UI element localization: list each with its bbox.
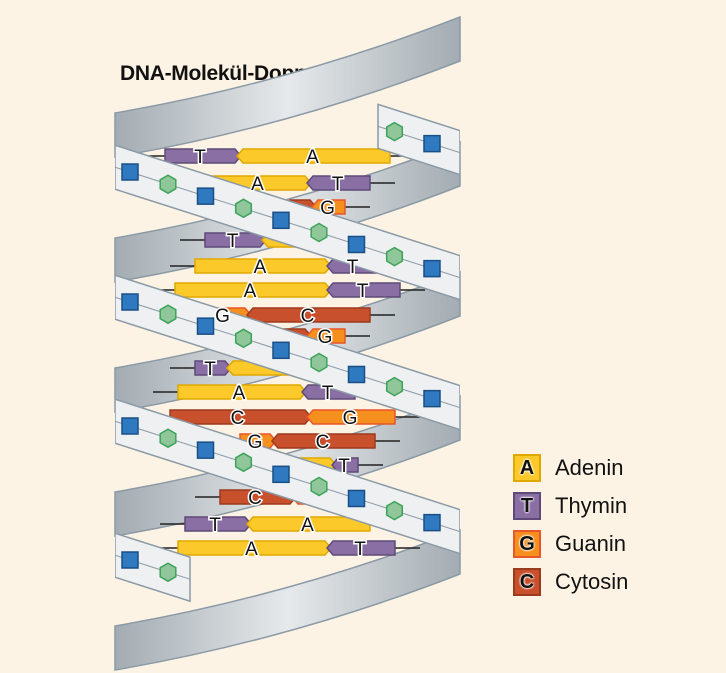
sugar-hexagon <box>310 352 328 373</box>
phosphate-square <box>121 551 139 569</box>
sugar-hexagon <box>234 452 253 473</box>
base-letter: A <box>254 257 267 278</box>
base-letter: T <box>347 257 359 278</box>
phosphate-square <box>196 317 215 335</box>
base-T <box>326 282 401 298</box>
base-letter: A <box>244 281 257 302</box>
thymin-swatch: T <box>513 492 541 520</box>
legend-item-thymin: T Thymin <box>513 487 628 525</box>
legend-label: Cytosin <box>555 569 629 594</box>
base-letter: T <box>357 281 369 302</box>
base-letter: T <box>227 231 239 252</box>
phosphate-square <box>347 489 366 508</box>
phosphate-square <box>121 293 139 311</box>
base-letter: A <box>301 515 314 536</box>
legend-label: Adenin <box>555 455 624 480</box>
base-letter: T <box>322 383 334 404</box>
base-letter: G <box>215 306 230 327</box>
front-ribbon <box>377 103 460 176</box>
base-pair <box>150 282 425 298</box>
base-letter: T <box>209 515 221 536</box>
guanin-swatch: G <box>513 530 541 558</box>
base-letter: A <box>245 539 258 560</box>
phosphate-square <box>423 513 441 532</box>
base-letter: A <box>251 174 264 195</box>
sugar-hexagon <box>234 328 253 349</box>
phosphate-square <box>196 187 215 205</box>
phosphate-square <box>423 259 441 278</box>
adenin-swatch: A <box>513 454 541 482</box>
base-letter: C <box>316 432 330 453</box>
base-A <box>177 384 307 400</box>
legend-item-guanin: G Guanin <box>513 525 628 563</box>
sugar-hexagon <box>310 476 328 497</box>
sugar-hexagon <box>159 174 177 195</box>
base-letter: T <box>338 456 350 477</box>
base-T <box>331 457 359 473</box>
front-ribbon <box>115 398 460 555</box>
base-C <box>246 307 371 323</box>
front-strand <box>115 103 460 603</box>
base-letter: G <box>318 327 333 348</box>
phosphate-square <box>272 211 290 230</box>
phosphate-square <box>196 441 215 459</box>
legend-label: Guanin <box>555 531 626 556</box>
base-T <box>194 360 232 376</box>
base-letter: G <box>343 408 358 429</box>
base-G <box>306 409 396 425</box>
sugar-hexagon <box>385 500 404 521</box>
back-strand <box>114 15 461 671</box>
base-letter: C <box>231 408 245 429</box>
cytosin-swatch: C <box>513 568 541 596</box>
base-letter: T <box>204 359 216 380</box>
base-letter: C <box>301 306 315 327</box>
sugar-hexagon <box>159 304 177 325</box>
base-pair <box>160 516 395 532</box>
base-letter: A <box>306 147 319 168</box>
legend: A Adenin T Thymin G Guanin C Cytosin <box>513 449 628 601</box>
base-T <box>184 516 252 532</box>
base-A <box>236 148 391 164</box>
phosphate-square <box>423 134 441 153</box>
sugar-hexagon <box>159 428 177 449</box>
base-T <box>326 540 396 556</box>
front-ribbon <box>115 274 460 431</box>
base-pair <box>153 540 420 556</box>
base-letter: A <box>233 383 246 404</box>
back-ribbon <box>114 15 461 158</box>
phosphate-square <box>423 389 441 408</box>
legend-label: Thymin <box>555 493 628 518</box>
base-pair <box>145 409 420 425</box>
base-A <box>194 258 332 274</box>
base-letter: G <box>320 198 335 219</box>
sugar-hexagon <box>310 222 328 243</box>
phosphate-square <box>347 365 366 384</box>
base-letter: G <box>248 432 263 453</box>
phosphate-square <box>121 417 139 435</box>
base-letter: T <box>332 174 344 195</box>
sugar-hexagon <box>385 246 404 267</box>
base-letter: C <box>248 488 262 509</box>
legend-item-cytosin: C Cytosin <box>513 563 628 601</box>
sugar-hexagon <box>159 562 177 583</box>
base-C <box>271 433 376 449</box>
base-letter: T <box>194 147 206 168</box>
phosphate-square <box>272 465 290 484</box>
front-ribbon <box>115 532 191 603</box>
sugar-hexagon <box>385 376 404 397</box>
sugar-hexagon <box>234 198 253 219</box>
sugar-hexagon <box>385 121 404 142</box>
legend-item-adenin: A Adenin <box>513 449 628 487</box>
base-pair <box>140 148 415 164</box>
front-ribbon <box>115 144 460 301</box>
base-letter: T <box>354 539 366 560</box>
back-ribbon <box>114 528 461 671</box>
phosphate-square <box>121 163 139 181</box>
base-T <box>306 175 371 191</box>
phosphate-square <box>272 341 290 360</box>
phosphate-square <box>347 235 366 254</box>
